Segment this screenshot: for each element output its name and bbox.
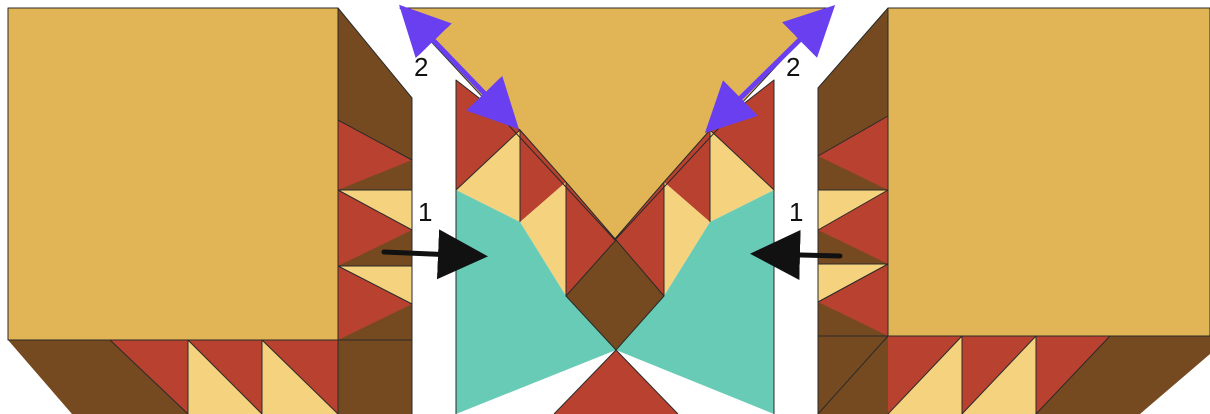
left-sashing-red-3 [338, 266, 412, 340]
assembly-annotations: 1 1 2 2 [381, 4, 843, 280]
right-sashing-red-2 [818, 190, 888, 264]
center-right-red-3 [614, 182, 664, 296]
left-sashing-red-2 [338, 190, 412, 266]
center-red-bottom [554, 350, 678, 414]
left-step-2-double-arrow [399, 4, 519, 130]
left-step-1-label: 1 [418, 197, 432, 227]
center-left-red-3 [566, 182, 616, 296]
right-gold-field [888, 8, 1210, 336]
right-quilt-block [818, 8, 1210, 414]
center-right-yellow-1 [710, 130, 774, 222]
left-quilt-block [8, 8, 412, 414]
center-right-red-2 [664, 130, 710, 222]
right-step-1-arrow [750, 230, 843, 280]
left-step-2-label: 2 [414, 52, 428, 82]
left-step-1-arrow [381, 229, 488, 280]
right-step-2-double-arrow [704, 4, 836, 134]
center-left-yellow-1 [456, 130, 520, 222]
left-sashing-red-1 [338, 120, 412, 190]
right-step-2-label: 2 [786, 52, 800, 82]
right-sashing-red-3 [818, 264, 888, 336]
right-step-1-label: 1 [789, 197, 803, 227]
left-bottom-brown-left [8, 340, 188, 414]
right-bottom-brown-right [1036, 336, 1210, 414]
center-right-yellow-2 [664, 182, 710, 296]
center-left-yellow-2 [520, 182, 566, 296]
left-bottom-brown-corner [338, 340, 412, 414]
right-sashing-red-1 [818, 116, 888, 190]
center-quilt-unit [400, 8, 830, 414]
center-teal-right [616, 190, 774, 414]
center-teal-left [456, 190, 616, 414]
left-gold-field [8, 8, 338, 340]
center-left-red-2 [520, 130, 566, 222]
